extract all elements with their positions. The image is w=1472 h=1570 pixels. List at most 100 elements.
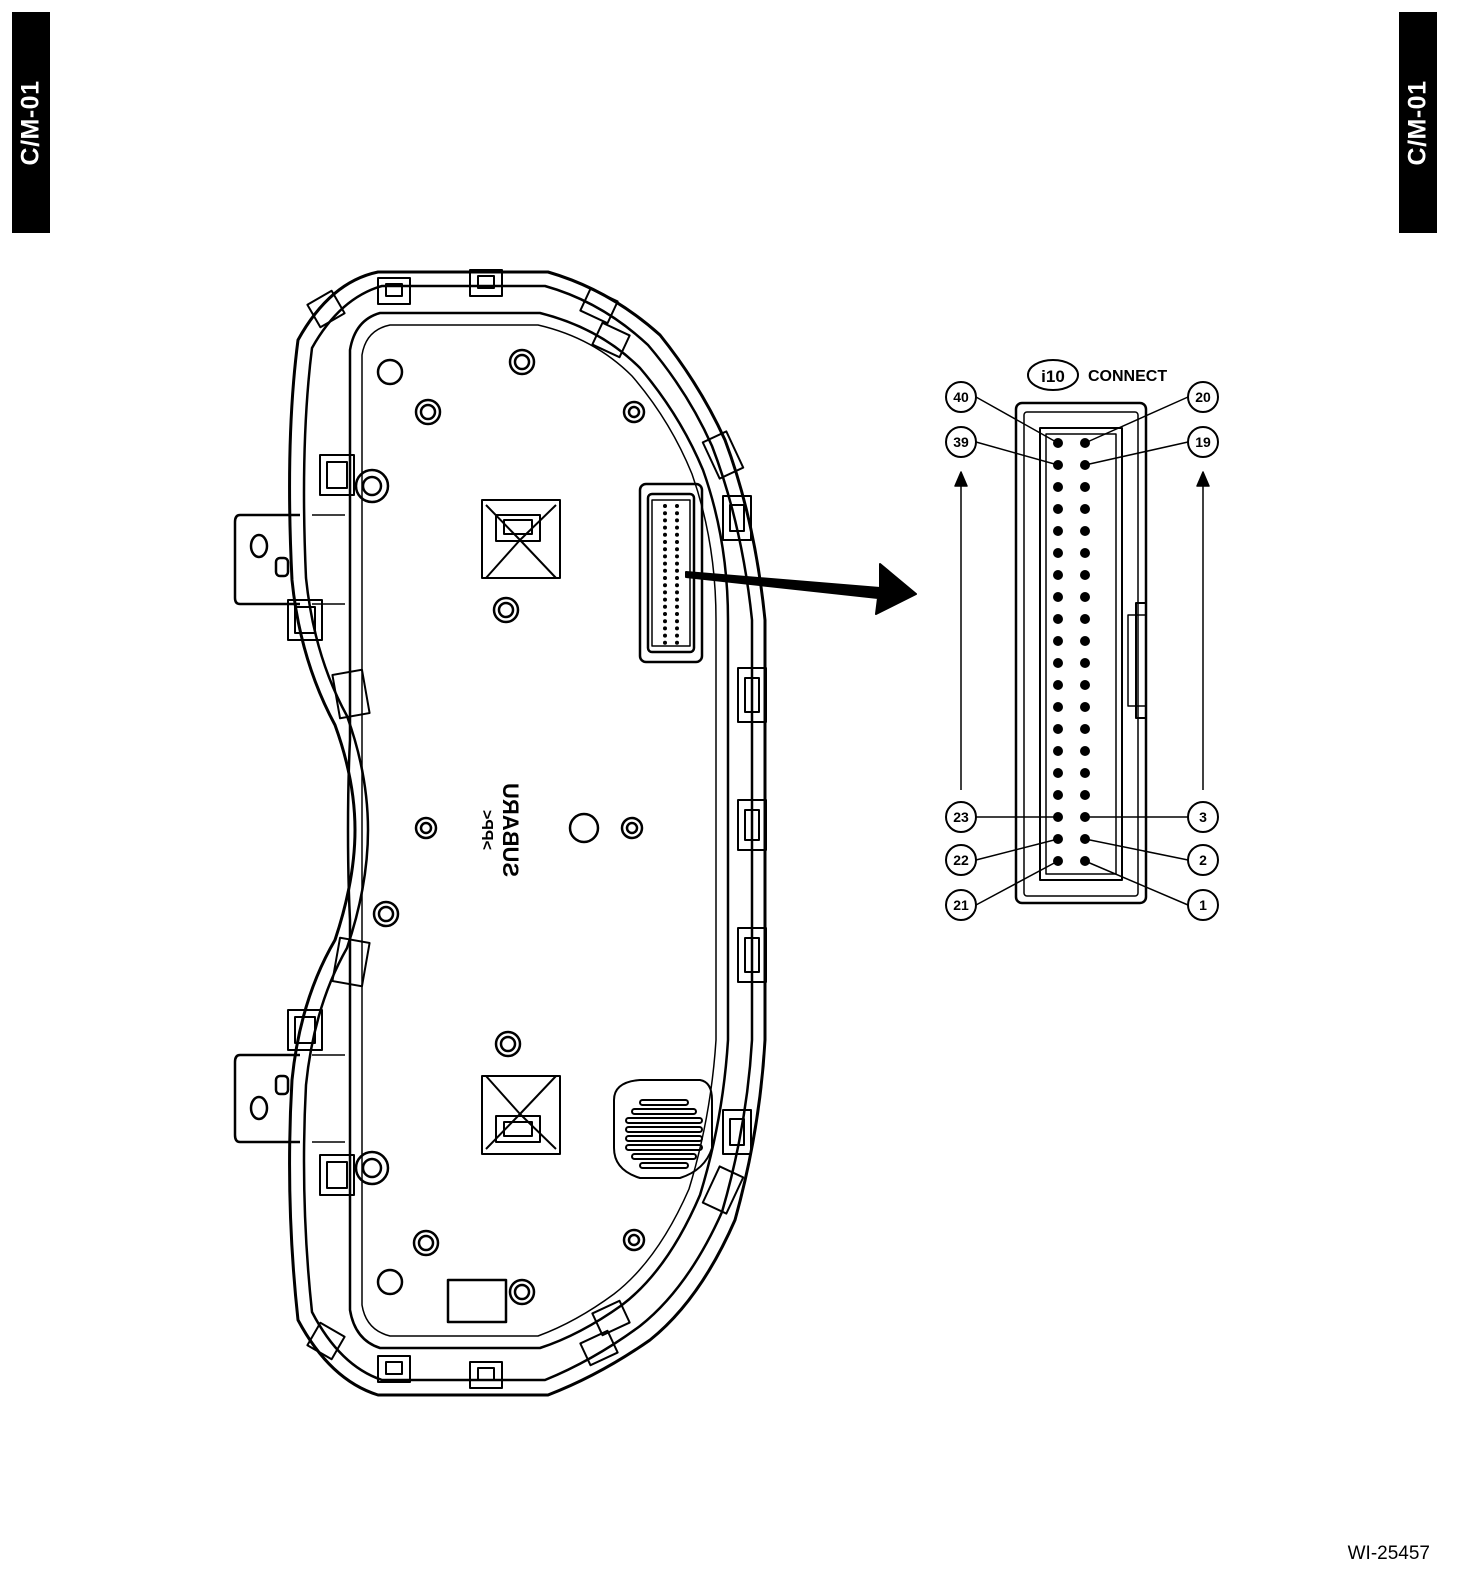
connector-pin (1053, 724, 1063, 734)
connector-pin (1080, 482, 1090, 492)
cluster-pin (675, 511, 679, 516)
pin-callout-19: 19 (1084, 426, 1219, 466)
connector-connect-label: CONNECT (1088, 368, 1167, 385)
connector-pin (1053, 790, 1063, 800)
cluster-pin (663, 633, 667, 638)
combination-meter-body: SUBARU >PP< (233, 269, 767, 1397)
grille-slot (625, 1126, 703, 1133)
callout-circle (945, 381, 977, 413)
leader-line (975, 441, 1059, 466)
connector-pin (1080, 636, 1090, 646)
connector-pin (1080, 790, 1090, 800)
cluster-pin (663, 612, 667, 616)
cluster-mark-text: >PP< (478, 810, 495, 850)
pin-range-arrows (954, 471, 1210, 790)
cluster-pin (675, 604, 679, 609)
pin-callout-1: 1 (1084, 860, 1219, 921)
connector-pin (1080, 592, 1090, 602)
connector-pin (1053, 614, 1063, 624)
cluster-pin (663, 525, 667, 530)
pin-number-label: 1 (1199, 897, 1207, 913)
cluster-pin (663, 561, 667, 566)
connector-pin (1080, 658, 1090, 668)
cluster-pin (675, 619, 679, 624)
cluster-pin (663, 554, 667, 559)
pin-callout-2: 2 (1084, 838, 1219, 876)
connector-pin (1080, 526, 1090, 536)
leader-line (975, 838, 1059, 861)
connector-pin (1080, 548, 1090, 558)
cluster-pin (675, 525, 679, 530)
connector-pin (1053, 592, 1063, 602)
pin-number-label: 22 (953, 852, 969, 868)
connector-pin (1080, 504, 1090, 514)
pin-number-label: 20 (1195, 389, 1211, 405)
section-tab-left: C/M-01 (12, 12, 50, 233)
connector-pin-array (1053, 438, 1090, 866)
leader-line (975, 860, 1059, 906)
pin-callout-23: 23 (945, 801, 1058, 833)
leader-line (1084, 396, 1189, 444)
callout-circle (1187, 889, 1219, 921)
callout-arrow (685, 563, 917, 615)
pin-callout-21: 21 (945, 860, 1059, 921)
cluster-pin (663, 640, 667, 645)
grille-slot (639, 1099, 689, 1106)
leader-line (1084, 441, 1189, 466)
cluster-pin (663, 547, 667, 552)
cluster-pin (663, 568, 667, 573)
callout-circle (1187, 844, 1219, 876)
cluster-pin (663, 511, 667, 516)
pin-number-label: 21 (953, 897, 969, 913)
connector-pin (1080, 746, 1090, 756)
grille-slot (639, 1162, 689, 1169)
grille-slot (625, 1144, 703, 1151)
cluster-pin (675, 576, 679, 580)
cluster-pin (675, 518, 679, 523)
connector-pin (1080, 614, 1090, 624)
leader-line (975, 396, 1059, 444)
pin-number-label: 23 (953, 809, 969, 825)
callout-circle (1187, 381, 1219, 413)
callout-circle (945, 844, 977, 876)
cluster-brand-text: SUBARU (498, 783, 523, 877)
connector-pin (1053, 636, 1063, 646)
connector-pin (1053, 658, 1063, 668)
connector-id-label: i10 (1041, 367, 1065, 386)
cluster-pin (675, 568, 679, 573)
pin-number-label: 40 (953, 389, 969, 405)
pin-number-label: 2 (1199, 852, 1207, 868)
connector-pin (1053, 746, 1063, 756)
cluster-pin (675, 612, 679, 616)
pin-callout-39: 39 (945, 426, 1059, 466)
callout-circle (945, 426, 977, 458)
pin-number-label: 3 (1199, 809, 1207, 825)
cluster-pin (675, 583, 679, 588)
callout-circle (945, 889, 977, 921)
pin-callout-20: 20 (1084, 381, 1219, 444)
cluster-pin (663, 604, 667, 609)
cluster-pin (675, 532, 679, 537)
connector-pin (1053, 702, 1063, 712)
cluster-pin (675, 590, 679, 595)
connector-pin (1053, 768, 1063, 778)
connector-pin (1053, 548, 1063, 558)
cluster-pin (675, 633, 679, 638)
connector-pin (1053, 504, 1063, 514)
connector-pin (1080, 724, 1090, 734)
cluster-pin (663, 619, 667, 624)
cluster-pin (663, 518, 667, 523)
connector-pin (1053, 526, 1063, 536)
cluster-pin (675, 554, 679, 559)
cluster-pin (675, 597, 679, 602)
cluster-pin (663, 576, 667, 580)
connector-pin (1080, 768, 1090, 778)
connector-heading: i10 CONNECT (1027, 359, 1167, 391)
cluster-pin (663, 590, 667, 595)
cluster-pin (663, 626, 667, 631)
connector-pin (1080, 680, 1090, 690)
pin-number-label: 39 (953, 434, 969, 450)
cluster-pin (675, 640, 679, 645)
pin-callout-3: 3 (1085, 801, 1219, 833)
